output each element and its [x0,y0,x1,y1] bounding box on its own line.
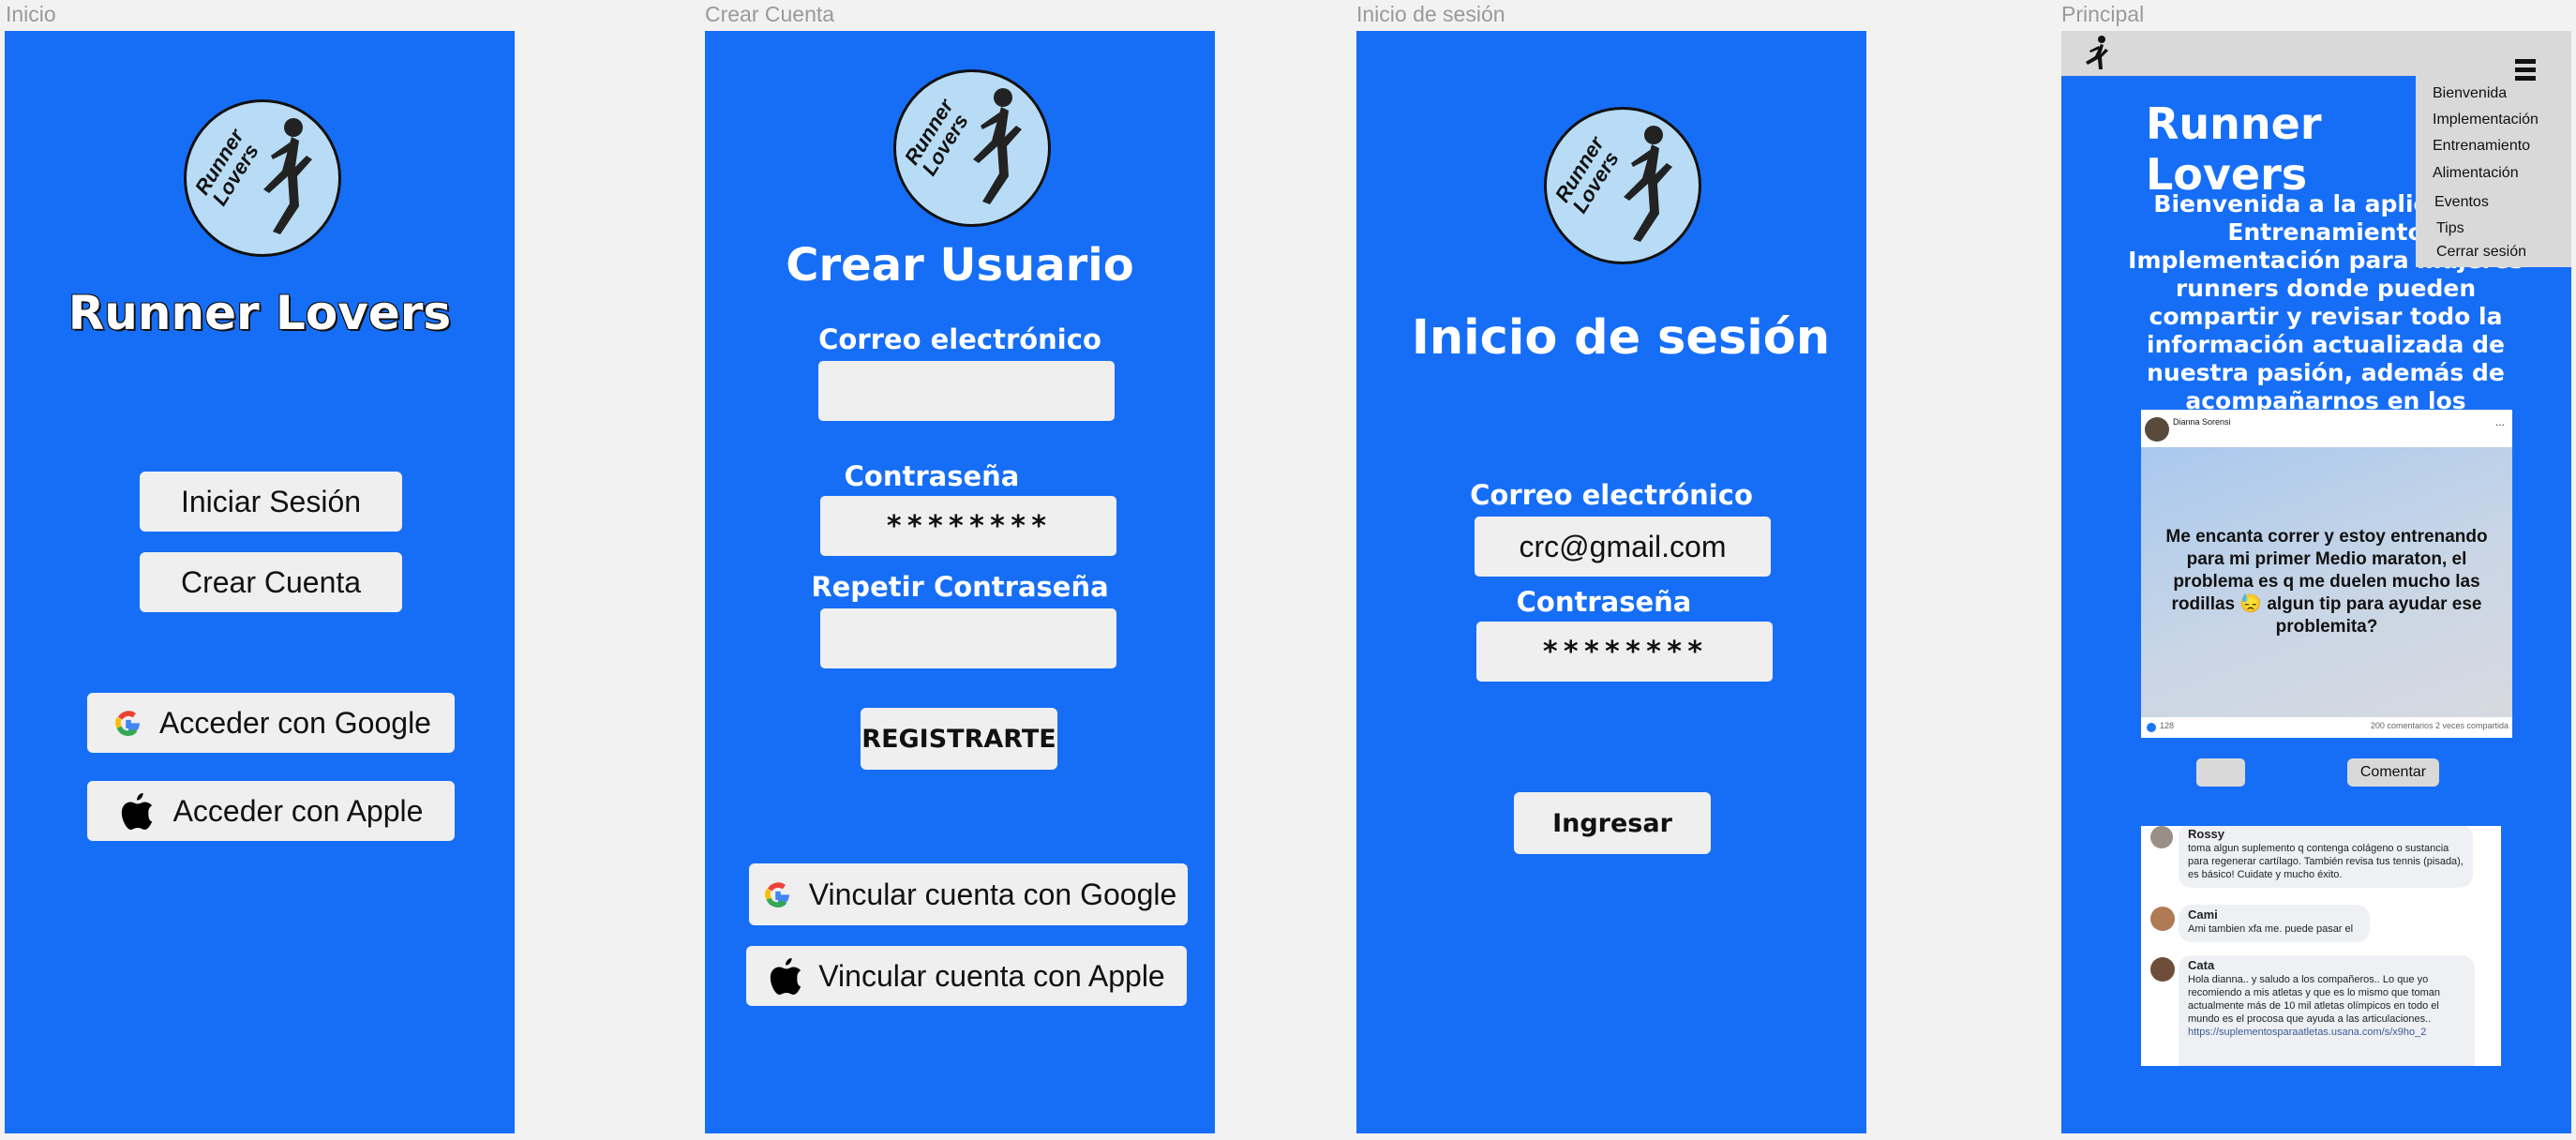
submit-login-button[interactable]: Ingresar [1514,792,1711,854]
comment-author: Cata [2188,958,2215,972]
menu-item-bienvenida[interactable]: Bienvenida [2433,85,2508,101]
avatar [2145,417,2169,442]
dropdown-menu [2416,67,2571,267]
link-google-label: Vincular cuenta con Google [808,877,1177,911]
password-field[interactable]: ******** [820,496,1116,556]
google-login-label: Acceder con Google [159,705,431,740]
link-google-button[interactable]: Vincular cuenta con Google [749,863,1188,925]
repeat-password-field[interactable] [820,608,1116,668]
menu-item-implementacion[interactable]: Implementación [2433,112,2539,128]
comment-input[interactable] [2196,758,2245,787]
google-icon [115,711,141,736]
link-apple-button[interactable]: Vincular cuenta con Apple [746,946,1187,1006]
app-title: Runner Lovers [67,286,452,340]
post-text: Me encanta correr y estoy entrenando par… [2165,527,2488,637]
frame-inicio-sesion: Runner Lovers Inicio de sesión Correo el… [1356,31,1866,1133]
email-label: Correo electrónico [1470,479,1753,511]
password-label: Contraseña [844,460,1020,492]
link-apple-label: Vincular cuenta con Apple [818,958,1165,993]
comment-item: Cami Ami tambien xfa me. puede pasar el [2179,905,2370,942]
frame-label-inicio: Inicio [6,2,56,26]
comment-item: Cata Hola dianna.. y saludo a los compañ… [2179,955,2475,1066]
google-icon [764,882,789,908]
menu-item-entrenamiento[interactable]: Entrenamiento [2433,138,2531,154]
like-icon [2147,723,2156,732]
post-author: Dianna Sorensi [2173,417,2231,427]
comment-author: Cami [2188,908,2218,922]
app-title: Runner Lovers [2146,98,2322,200]
comment-author: Rossy [2188,827,2225,841]
apple-icon [121,793,152,830]
menu-item-alimentacion[interactable]: Alimentación [2433,165,2519,181]
comment-button[interactable]: Comentar [2347,758,2439,787]
password-label: Contraseña [1516,586,1692,618]
frame-label-principal: Principal [2061,2,2145,26]
runner-lovers-logo: Runner Lovers [893,69,1051,227]
comment-text: Ami tambien xfa me. puede pasar el [2188,923,2354,935]
register-button[interactable]: REGISTRARTE [861,708,1057,770]
avatar [2150,826,2173,848]
post-stats: 200 comentarios 2 veces compartida [2370,721,2509,730]
avatar [2150,907,2175,931]
runner-lovers-logo: Runner Lovers [1544,107,1701,264]
post-more-icon[interactable]: ... [2494,415,2505,428]
create-account-button[interactable]: Crear Cuenta [140,552,402,612]
apple-icon [771,958,801,995]
runner-silhouette-icon [1624,125,1673,242]
menu-item-tips[interactable]: Tips [2436,220,2464,236]
runner-silhouette-icon [973,87,1023,204]
runner-lovers-logo: Runner Lovers [184,99,341,257]
comments-panel: Rossy toma algun suplemento q contenga c… [2141,826,2501,1066]
frame-principal: Runner Lovers Bienvenida a la aplicación… [2061,31,2571,1133]
comment-link[interactable]: https://suplementosparaatletas.usana.com… [2188,1027,2427,1038]
login-button[interactable]: Iniciar Sesión [140,472,402,532]
frame-label-sesion: Inicio de sesión [1356,2,1505,26]
frame-label-crear: Crear Cuenta [705,2,835,26]
like-count: 128 [2160,721,2175,730]
create-user-title: Crear Usuario [786,239,1134,292]
menu-item-eventos[interactable]: Eventos [2434,194,2489,210]
runner-icon [2086,36,2108,69]
comment-text: toma algun suplemento q contenga colágen… [2188,843,2464,880]
google-login-button[interactable]: Acceder con Google [87,693,455,753]
email-field[interactable]: crc@gmail.com [1475,517,1771,577]
post-image: Me encanta correr y estoy entrenando par… [2141,447,2512,717]
comment-item: Rossy toma algun suplemento q contenga c… [2179,826,2473,888]
apple-login-button[interactable]: Acceder con Apple [87,781,455,841]
frame-crear-cuenta: Runner Lovers Crear Usuario Correo elect… [705,31,1215,1133]
apple-login-label: Acceder con Apple [172,793,424,828]
avatar [2150,957,2175,982]
menu-item-cerrar-sesion[interactable]: Cerrar sesión [2436,244,2527,260]
repeat-password-label: Repetir Contraseña [811,571,1109,603]
login-title: Inicio de sesión [1411,310,1831,366]
frame-inicio: Runner Lovers Runner Lovers Iniciar Sesi… [5,31,515,1133]
comment-text: Hola dianna.. y saludo a los compañeros.… [2188,974,2441,1025]
password-field[interactable]: ******** [1476,622,1773,682]
runner-silhouette-icon [263,117,313,234]
email-field[interactable] [818,361,1115,421]
post-card: Dianna Sorensi ... Me encanta correr y e… [2141,410,2512,738]
hamburger-menu-icon[interactable] [2515,59,2536,83]
email-label: Correo electrónico [818,323,1101,355]
